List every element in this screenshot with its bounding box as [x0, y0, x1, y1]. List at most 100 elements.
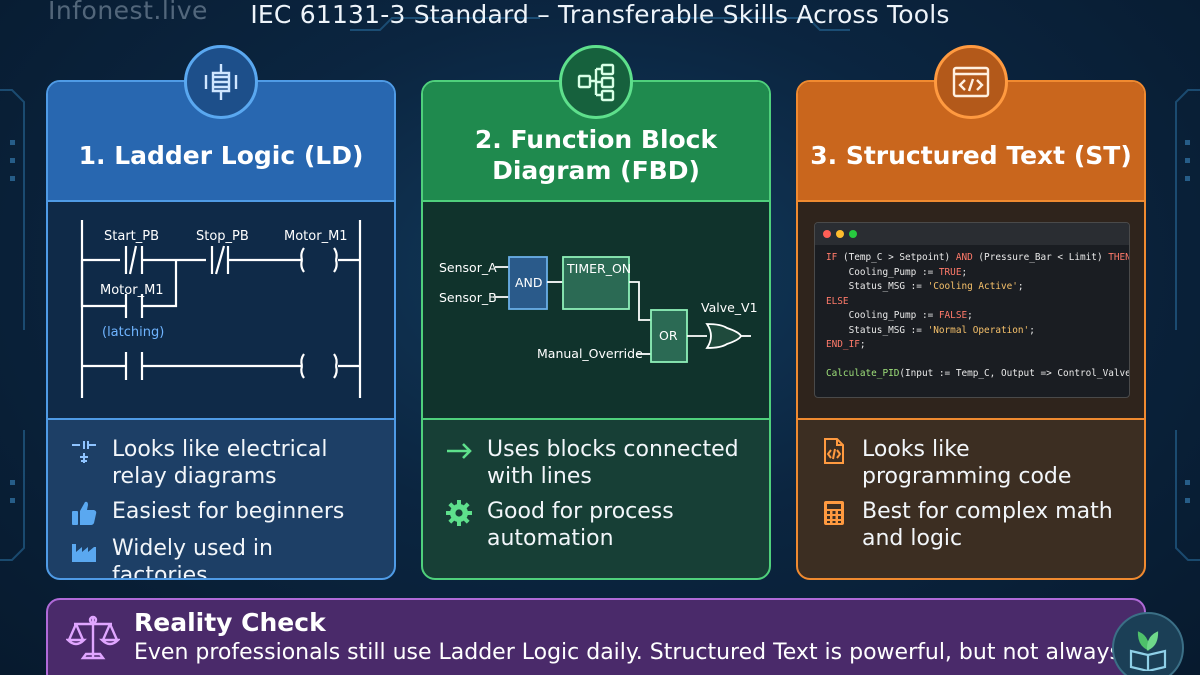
list-item: Looks like electrical relay diagrams	[70, 436, 374, 490]
gear-icon	[445, 499, 473, 527]
code-token: ;	[1029, 324, 1035, 336]
code-token: (Temp_C > Setpoint)	[837, 252, 956, 263]
factory-icon	[70, 536, 98, 564]
code-token: Cooling_Pump :=	[826, 310, 939, 321]
code-token: TRUE	[938, 266, 962, 278]
arrow-right-icon	[445, 437, 473, 465]
list-item: Good for process automation	[445, 498, 749, 552]
sensor-b-label: Sensor_B	[439, 290, 497, 305]
thumbs-up-icon	[70, 499, 98, 527]
code-token: ;	[1017, 281, 1024, 292]
sensor-wires	[495, 266, 509, 298]
feature-list: Looks like programming code Best for com…	[798, 420, 1144, 552]
code-line: END_IF;	[826, 338, 1129, 353]
scale-icon	[65, 612, 121, 670]
code-token: (Input := Temp_C, Output => Control_Valv…	[899, 368, 1130, 379]
code-token: Cooling_Pump :=	[826, 266, 939, 278]
code-token: ;	[961, 266, 968, 278]
code-line: Status_MSG := 'Normal Operation';	[826, 324, 1129, 339]
start-pb-label: Start_PB	[104, 229, 159, 244]
item-text: Looks like programming code	[862, 437, 1072, 489]
item-text: Best for complex math and logic	[862, 499, 1113, 551]
code-line: Calculate_PID(Input := Temp_C, Output =>…	[826, 367, 1129, 382]
code-window-icon	[934, 45, 1008, 119]
code-token: 'Cooling Active'	[927, 281, 1018, 292]
or-gate-symbol	[705, 323, 743, 349]
maximize-dot	[849, 230, 857, 238]
code-token: Status_MSG :=	[826, 324, 928, 336]
feature-list: Looks like electrical relay diagrams Eas…	[48, 420, 394, 580]
item-text: Looks like electrical relay diagrams	[112, 437, 328, 489]
coil-icon	[184, 45, 258, 119]
timer-to-or-wire	[629, 281, 651, 321]
sensor-a-label: Sensor_A	[439, 260, 497, 275]
function-block-diagram-card: 2. Function Block Diagram (FBD) Sensor_A…	[421, 80, 771, 580]
watermark: Infonest.live	[48, 0, 208, 25]
item-text: Good for process automation	[487, 499, 674, 551]
or-block-label: OR	[659, 328, 678, 343]
item-text: Uses blocks connected with lines	[487, 437, 739, 489]
code-file-icon	[820, 437, 848, 465]
code-line: Cooling_Pump := FALSE;	[826, 309, 1129, 324]
feature-list: Uses blocks connected with lines	[423, 420, 769, 552]
code-token: Calculate_PID	[826, 368, 900, 379]
code-token: THEN	[1108, 252, 1130, 263]
manual-override-label: Manual_Override	[537, 346, 643, 361]
reality-check-banner: Reality Check Even professionals still u…	[46, 598, 1146, 675]
ladder-diagram: Start_PB Stop_PB Motor_M1 Motor_M1 (latc…	[48, 200, 394, 420]
valve-label: Valve_V1	[701, 300, 758, 315]
page-title: IEC 61131-3 Standard – Transferable Skil…	[250, 0, 950, 29]
block-tree-icon	[559, 45, 633, 119]
code-token: ELSE	[826, 295, 849, 307]
code-token: ;	[967, 310, 973, 321]
list-item: Uses blocks connected with lines	[445, 436, 749, 490]
calculator-icon	[820, 499, 848, 527]
rung-1	[82, 245, 360, 275]
fbd-diagram: Sensor_A Sensor_B AND TIMER_ON OR Manual…	[423, 200, 769, 420]
book-plant-logo	[1112, 612, 1184, 675]
code-token: AND	[955, 252, 973, 263]
code-token: IF	[826, 252, 838, 263]
item-text: Widely used in factories	[112, 536, 273, 580]
code-token: (Pressure_Bar < Limit)	[972, 252, 1109, 263]
close-dot	[823, 230, 831, 238]
reality-check-text: Even professionals still use Ladder Logi…	[134, 640, 1146, 665]
code-line	[826, 353, 1129, 368]
code-token: FALSE	[938, 310, 968, 321]
code-token: 'Normal Operation'	[927, 324, 1030, 336]
motor-coil-left	[300, 247, 305, 273]
latching-label: (latching)	[102, 325, 164, 340]
reality-check-title: Reality Check	[134, 608, 326, 637]
structured-text-card: 3. Structured Text (ST) IF (Temp_C > Set…	[796, 80, 1146, 580]
code-line: Status_MSG := 'Cooling Active';	[826, 280, 1129, 295]
code-token	[826, 354, 832, 365]
code-line: IF (Temp_C > Setpoint) AND (Pressure_Bar…	[826, 251, 1129, 266]
code-editor-window: IF (Temp_C > Setpoint) AND (Pressure_Bar…	[814, 222, 1130, 398]
rung2-coil-left	[300, 353, 305, 379]
code-token: ;	[859, 339, 866, 350]
list-item: Best for complex math and logic	[820, 498, 1124, 552]
item-text: Easiest for beginners	[112, 499, 345, 524]
list-item: Widely used in factories	[70, 535, 374, 580]
stop-pb-label: Stop_PB	[196, 229, 249, 244]
timer-block-label: TIMER_ON	[566, 261, 631, 276]
rung-2	[82, 352, 360, 380]
relay-icon	[70, 437, 98, 465]
list-item: Looks like programming code	[820, 436, 1124, 490]
ladder-logic-card: 1. Ladder Logic (LD) Start_PB Stop_PB Mo…	[46, 80, 396, 580]
motor-coil-right	[333, 247, 338, 273]
code-line: ELSE	[826, 295, 1129, 310]
window-titlebar	[815, 223, 1129, 245]
list-item: Easiest for beginners	[70, 498, 374, 527]
or-block	[650, 309, 688, 363]
motor-contact-label: Motor_M1	[100, 283, 164, 298]
and-block-label: AND	[515, 275, 543, 290]
st-code-panel: IF (Temp_C > Setpoint) AND (Pressure_Bar…	[798, 200, 1144, 420]
code-token: Status_MSG :=	[826, 281, 928, 292]
code-line: Cooling_Pump := TRUE;	[826, 266, 1129, 281]
latch-branch	[80, 260, 178, 318]
motor-coil-label: Motor_M1	[284, 229, 348, 244]
and-block	[508, 256, 548, 310]
rung2-coil-right	[333, 353, 338, 379]
timer-block	[562, 256, 630, 310]
